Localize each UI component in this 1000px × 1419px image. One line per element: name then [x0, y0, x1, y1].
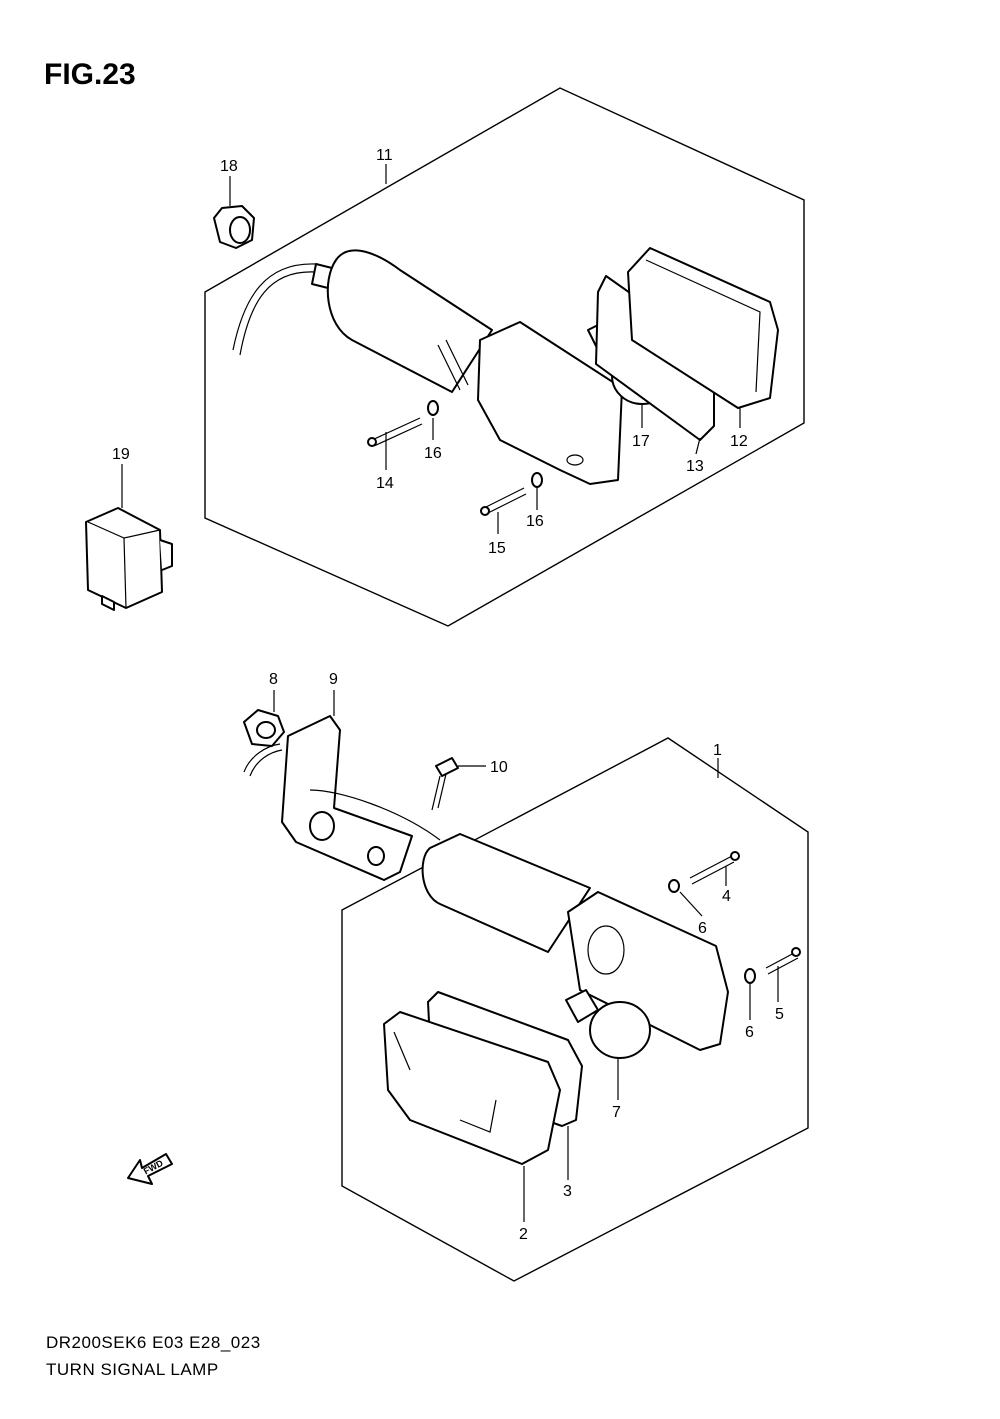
callout-labels: 11 18 16 14 17 13 12 16 15 19 8 9 10 1 4… [112, 147, 784, 1243]
nut-part-8 [243, 709, 285, 747]
screw-part-5 [765, 947, 801, 975]
gasket-part-13 [595, 275, 715, 441]
relay-part-19 [85, 507, 173, 611]
callout-19: 19 [112, 446, 130, 463]
screw-part-4 [689, 851, 740, 885]
callout-6-a: 6 [698, 920, 707, 937]
turn-signal-body-part-11 [232, 249, 623, 485]
bracket-part-9 [243, 715, 413, 881]
callout-18: 18 [220, 158, 238, 175]
callout-17: 17 [632, 433, 650, 450]
callout-6-b: 6 [745, 1024, 754, 1041]
figure-title: FIG.23 [44, 58, 136, 91]
callout-10: 10 [490, 759, 508, 776]
callout-13: 13 [686, 458, 704, 475]
screw-part-14 [367, 417, 423, 447]
callout-2: 2 [519, 1226, 528, 1243]
callout-7: 7 [612, 1104, 621, 1121]
callout-16-a: 16 [424, 445, 442, 462]
model-code: DR200SEK6 E03 E28_023 [46, 1333, 261, 1352]
forward-arrow-icon: FWD [127, 1153, 173, 1185]
callout-5: 5 [775, 1006, 784, 1023]
callout-11: 11 [376, 147, 393, 164]
callout-3: 3 [563, 1183, 572, 1200]
callout-12: 12 [730, 433, 748, 450]
lower-assembly-outline [341, 737, 809, 1282]
lens-part-12 [627, 247, 779, 409]
lens-part-2 [383, 1011, 561, 1165]
washer-part-6-b [744, 968, 756, 984]
callout-4: 4 [722, 888, 731, 905]
callout-8: 8 [269, 671, 278, 688]
callout-14: 14 [376, 475, 394, 492]
screw-part-10 [431, 757, 459, 811]
screw-part-15 [480, 487, 527, 516]
washer-part-16-a [427, 400, 439, 416]
callout-9: 9 [329, 671, 338, 688]
callout-15: 15 [488, 540, 506, 557]
washer-part-16-b [531, 472, 543, 488]
callout-16-b: 16 [526, 513, 544, 530]
washer-part-6-a [668, 879, 680, 893]
leader-lines [121, 164, 779, 1222]
nut-part-18 [213, 205, 255, 249]
upper-assembly-outline [204, 87, 805, 627]
callout-1: 1 [713, 742, 722, 759]
figure-caption: TURN SIGNAL LAMP [46, 1360, 219, 1379]
bulb-part-7 [565, 989, 651, 1059]
turn-signal-body-part-1 [309, 789, 729, 1051]
